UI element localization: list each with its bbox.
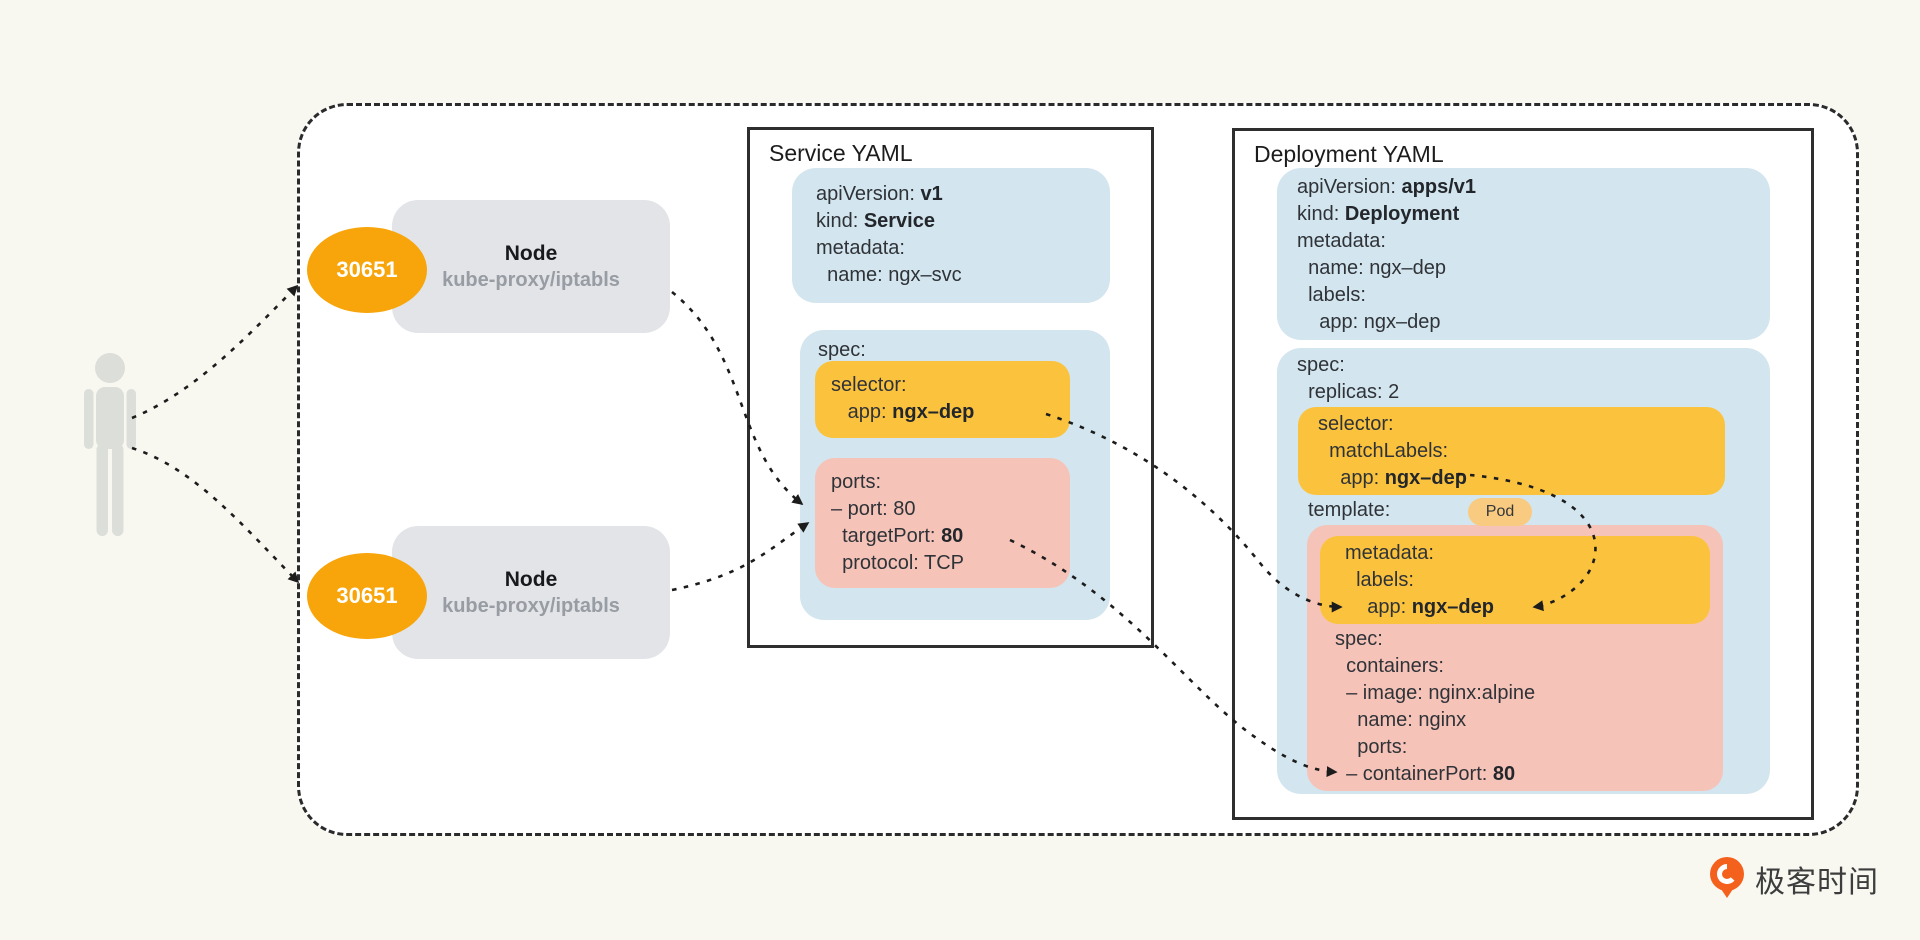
yaml-line: selector: xyxy=(831,374,907,396)
yaml-line: matchLabels: xyxy=(1318,440,1449,462)
brand-logo: 极客时间 xyxy=(1708,856,1879,901)
node-box-1: Node kube-proxy/iptabls xyxy=(392,200,670,333)
yaml-line: app: ngx–dep xyxy=(1345,596,1494,618)
deployment-yaml-title: Deployment YAML xyxy=(1254,141,1444,167)
brand-text: 极客时间 xyxy=(1755,865,1879,899)
yaml-line: name: ngx–dep xyxy=(1297,257,1446,279)
yaml-line: spec: xyxy=(818,339,866,361)
person-icon xyxy=(84,353,136,536)
yaml-line: – port: 80 xyxy=(831,498,916,520)
pod-tag: Pod xyxy=(1468,498,1532,526)
yaml-line: containers: xyxy=(1335,655,1444,677)
yaml-line: spec: xyxy=(1297,354,1345,376)
yaml-line: labels: xyxy=(1345,569,1414,591)
deployment-meta-block: apiVersion: apps/v1 kind: Deployment met… xyxy=(1277,168,1770,340)
pod-spec-lines: spec: containers: – image: nginx:alpine … xyxy=(1335,626,1535,788)
yaml-line: ports: xyxy=(831,471,882,493)
geektime-logo-icon xyxy=(1710,857,1744,898)
yaml-line: name: ngx–svc xyxy=(816,264,962,286)
yaml-line: targetPort: 80 xyxy=(831,525,964,547)
yaml-line: app: ngx–dep xyxy=(1297,311,1441,333)
service-selector-block: selector: app: ngx–dep xyxy=(815,361,1070,438)
yaml-line: kind: Deployment xyxy=(1297,203,1460,225)
service-ports-block: ports: – port: 80 targetPort: 80 protoco… xyxy=(815,458,1070,588)
node-title: Node xyxy=(504,567,558,591)
yaml-line: metadata: xyxy=(1297,230,1386,252)
node-box-2: Node kube-proxy/iptabls xyxy=(392,526,670,659)
yaml-line: selector: xyxy=(1318,413,1394,435)
yaml-line: spec: xyxy=(1335,628,1383,650)
deployment-selector-block: selector: matchLabels: app: ngx–dep xyxy=(1298,407,1725,495)
arrow-user-to-node2 xyxy=(131,446,300,584)
yaml-line: apiVersion: apps/v1 xyxy=(1297,176,1476,198)
node-port-badge-1: 30651 xyxy=(307,227,427,313)
yaml-line: replicas: 2 xyxy=(1297,381,1400,403)
yaml-line: ports: xyxy=(1335,736,1408,758)
node-port-badge-2: 30651 xyxy=(307,553,427,639)
yaml-line: metadata: xyxy=(816,237,905,259)
node-title: Node xyxy=(504,241,558,265)
pod-metadata-block: metadata: labels: app: ngx–dep xyxy=(1320,536,1710,624)
yaml-line: metadata: xyxy=(1345,542,1434,564)
yaml-line: protocol: TCP xyxy=(831,552,965,574)
yaml-line: kind: Service xyxy=(816,210,935,232)
node-subtitle: kube-proxy/iptabls xyxy=(442,594,620,617)
yaml-line: labels: xyxy=(1297,284,1366,306)
yaml-line: app: ngx–dep xyxy=(831,401,975,423)
node-subtitle: kube-proxy/iptabls xyxy=(442,268,620,291)
service-meta-block: apiVersion: v1 kind: Service metadata: n… xyxy=(792,168,1110,303)
yaml-line: – containerPort: 80 xyxy=(1335,763,1516,785)
service-yaml-title: Service YAML xyxy=(769,140,913,166)
yaml-line: app: ngx–dep xyxy=(1318,467,1467,489)
yaml-line: apiVersion: v1 xyxy=(816,183,943,205)
yaml-line: – image: nginx:alpine xyxy=(1335,682,1536,704)
yaml-line: name: nginx xyxy=(1335,709,1467,731)
template-label: template: xyxy=(1308,499,1391,521)
arrow-user-to-node1 xyxy=(131,284,299,420)
